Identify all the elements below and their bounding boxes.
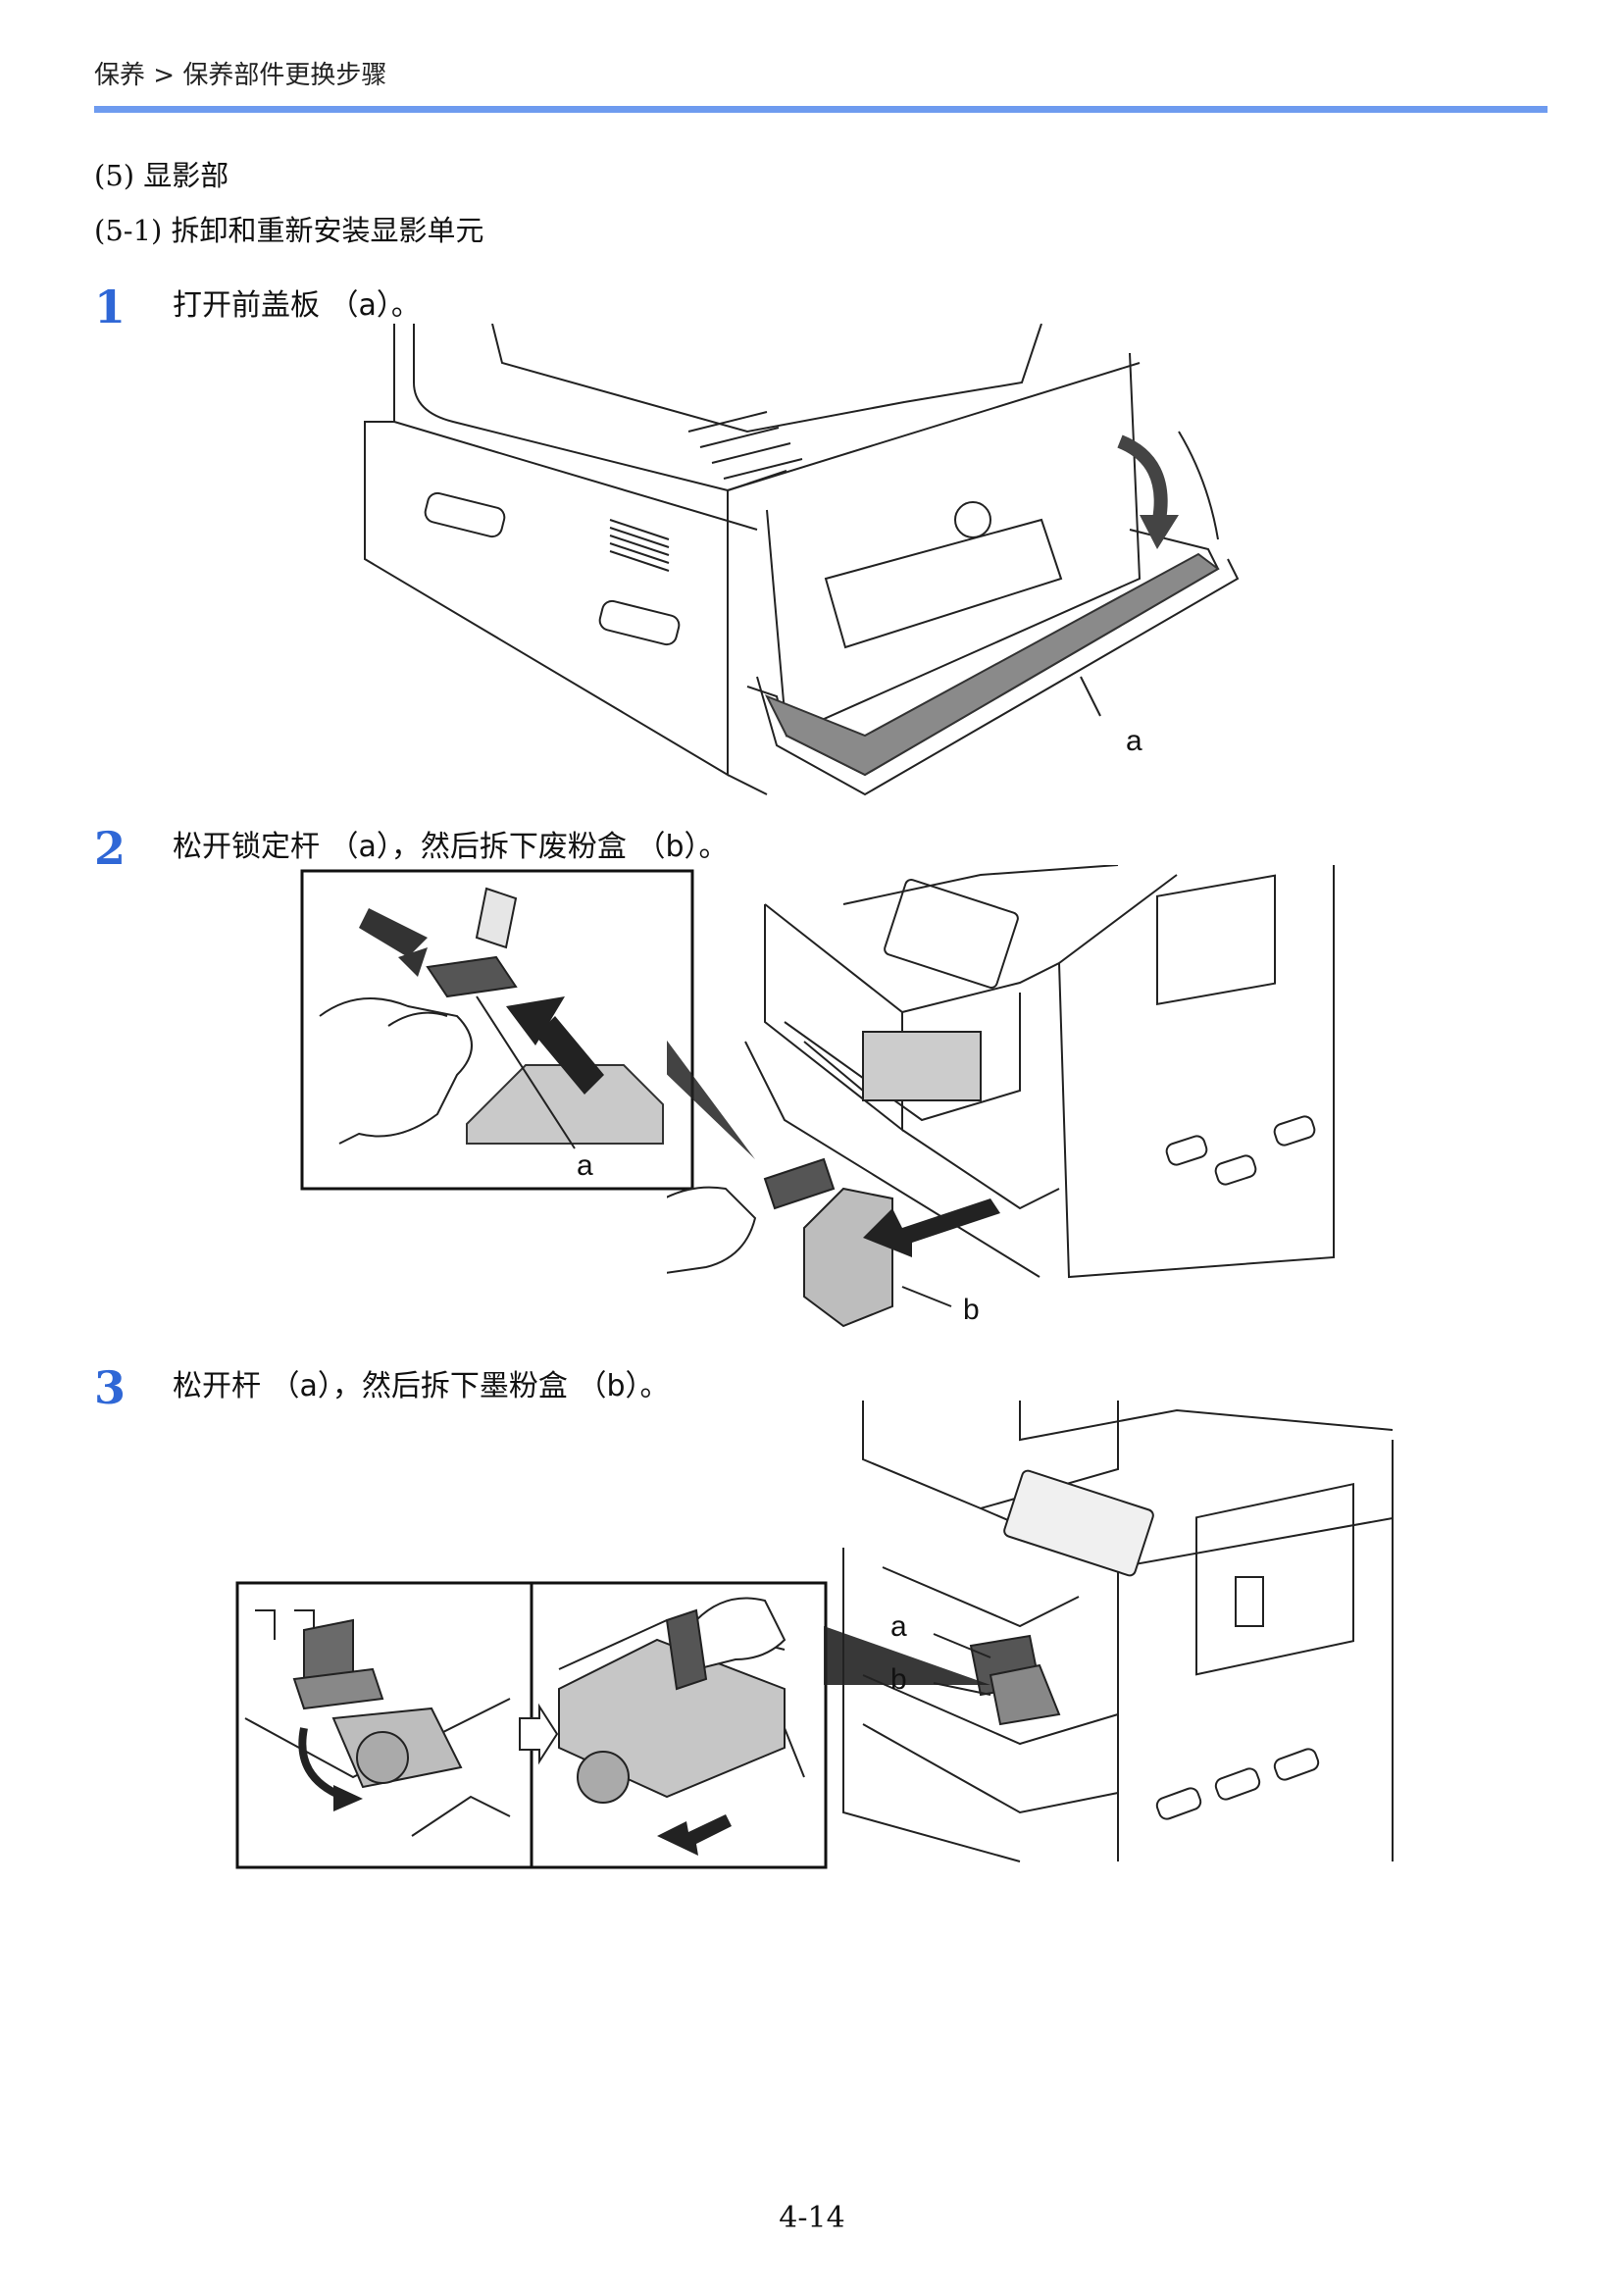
header-divider xyxy=(94,106,1548,113)
step-2-number: 2 xyxy=(94,822,127,875)
step-3-illustration: a b xyxy=(824,1401,1402,1871)
step-1-illustration: a xyxy=(355,324,1257,804)
section-title: (5) 显影部 xyxy=(94,159,229,192)
section-subtitle: (5-1) 拆卸和重新安装显影单元 xyxy=(94,214,484,247)
step-3-callout-b: b xyxy=(890,1663,907,1696)
step-3-text: 松开杆 （a），然后拆下墨粉盒 （b）。 xyxy=(173,1369,670,1403)
step-2-illustration: b xyxy=(667,865,1353,1336)
step-2-inset-callout-a: a xyxy=(577,1149,593,1182)
step-2-callout-b: b xyxy=(963,1294,980,1326)
step-1-number: 1 xyxy=(94,280,127,333)
step-3-callout-a: a xyxy=(890,1610,907,1643)
step-2-text: 松开锁定杆 （a），然后拆下废粉盒 （b）。 xyxy=(173,830,729,864)
step-1-text: 打开前盖板 （a）。 xyxy=(173,288,421,323)
step-2-detail-inset: a xyxy=(300,869,694,1191)
step-3-detail-inset xyxy=(235,1581,830,1871)
step-3-number: 3 xyxy=(94,1361,127,1414)
step-1-callout-a: a xyxy=(1126,725,1142,757)
page-number: 4-14 xyxy=(779,2201,845,2235)
breadcrumb: 保养 > 保养部件更换步骤 xyxy=(94,61,387,90)
